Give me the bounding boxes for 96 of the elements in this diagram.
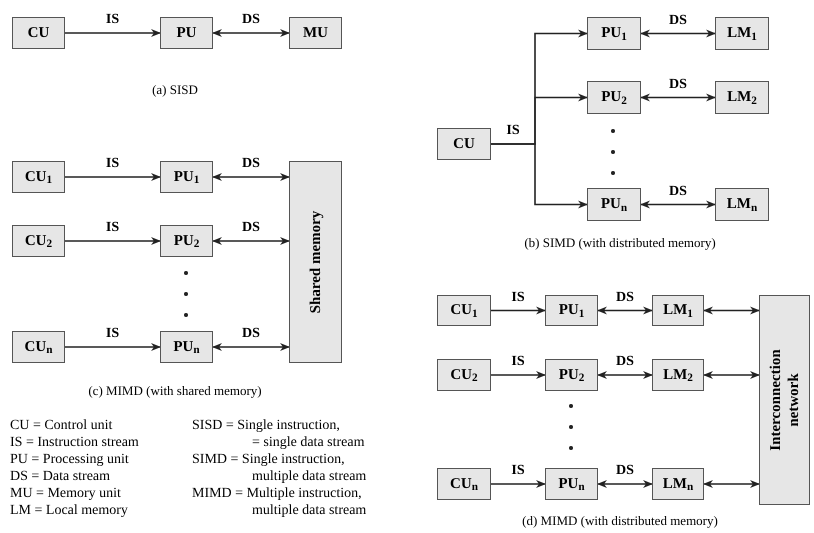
box-label: Interconnection network (766, 348, 802, 453)
edge-label: DS (667, 184, 689, 198)
box-label: LM$_{2}$ (727, 90, 757, 105)
box-label: PU$_{1}$ (601, 26, 627, 41)
arrow (640, 30, 716, 38)
key-entry: multiple data stream (251, 503, 366, 519)
figure-caption: (b) SIMD (with distributed memory) (524, 236, 716, 249)
process-box (715, 188, 769, 221)
arrow (65, 173, 161, 181)
key-entry: PU = Processing unit (10, 452, 130, 468)
box-label: CU$_{n}$ (450, 476, 478, 492)
process-box (545, 359, 598, 391)
arrow (491, 480, 546, 488)
box-label: PU$_{n}$ (173, 340, 200, 354)
box-label: PU$_{1}$ (174, 170, 200, 184)
edge-label: IS (509, 290, 527, 304)
process-box (545, 468, 598, 500)
key-entry: CU = Control unit (10, 418, 114, 434)
arrow (491, 306, 546, 314)
process-box (437, 468, 491, 500)
arrow (703, 371, 760, 379)
box-label: LM$_{n}$ (726, 197, 758, 212)
arrow (212, 29, 290, 37)
edge-label: DS (667, 78, 689, 92)
box-label: CU (28, 26, 50, 40)
process-box (437, 359, 491, 391)
key-entry: SISD = Single instruction, (192, 418, 341, 434)
process-box (12, 17, 65, 49)
box-label: MU (303, 26, 328, 40)
box-label: Shared memory (306, 210, 324, 316)
arrow (703, 480, 760, 488)
key-entry: IS = Instruction stream (10, 435, 140, 451)
key-entry: DS = Data stream (10, 469, 112, 485)
box-label: PU$_{2}$ (601, 90, 627, 105)
process-box (759, 295, 810, 505)
arrow (212, 237, 290, 245)
arrow (597, 480, 653, 488)
box-label: PU (176, 26, 196, 40)
box-label: PU$_{1}$ (558, 303, 584, 318)
box-label: LM$_{n}$ (662, 476, 694, 492)
arrow (640, 94, 716, 102)
box-label: CU$_{1}$ (24, 170, 52, 184)
figure-caption: (c) MIMD (with shared memory) (88, 384, 262, 397)
box-label: PU$_{2}$ (558, 368, 584, 382)
process-box (652, 295, 704, 326)
arrow (640, 200, 716, 208)
process-box (160, 225, 213, 257)
process-box (437, 295, 491, 326)
process-box (12, 225, 65, 257)
key-entry: LM = Local memory (10, 503, 129, 519)
process-box (12, 161, 65, 193)
arrow (491, 371, 546, 379)
box-label: LM$_{1}$ (663, 303, 693, 318)
box-label: CU$_{1}$ (450, 303, 478, 318)
process-box (715, 17, 769, 50)
arrow (65, 29, 161, 37)
arrow (491, 143, 588, 208)
figure-caption: (a) SISD (152, 83, 198, 96)
process-box (587, 81, 641, 114)
box-label: PU$_{n}$ (600, 197, 628, 212)
arrow (65, 343, 161, 351)
key-entry: SIMD = Single instruction, (192, 452, 346, 468)
edge-label: DS (667, 14, 689, 28)
process-box (160, 161, 213, 193)
key-entry: = single data stream (251, 435, 366, 451)
box-label: LM$_{1}$ (727, 26, 757, 41)
arrow (597, 306, 653, 314)
arrow (65, 237, 161, 245)
process-box (652, 359, 704, 391)
box-label: PU$_{n}$ (558, 476, 585, 492)
box-label: CU$_{2}$ (450, 368, 478, 382)
key-entry: multiple data stream (251, 469, 366, 485)
edge-label: DS (614, 290, 636, 304)
process-box (160, 17, 213, 49)
process-box (160, 331, 213, 363)
process-box (715, 81, 769, 114)
key-entry: MIMD = Multiple instruction, (192, 486, 363, 502)
arrow (212, 343, 290, 351)
box-label: CU$_{n}$ (24, 340, 52, 354)
arrow (597, 371, 653, 379)
box-label: PU$_{2}$ (174, 234, 200, 248)
box-label: CU$_{2}$ (24, 234, 52, 248)
arrow (703, 306, 760, 314)
process-box (587, 188, 641, 221)
box-label: LM$_{2}$ (663, 368, 693, 382)
process-box (289, 161, 342, 363)
figure-caption: (d) MIMD (with distributed memory) (522, 514, 718, 527)
process-box (545, 295, 598, 326)
process-box (587, 17, 641, 50)
process-box (12, 331, 65, 363)
box-label: CU (453, 136, 475, 152)
arrow (212, 173, 290, 181)
process-box (652, 468, 704, 500)
process-box (289, 17, 342, 49)
key-entry: MU = Memory unit (10, 486, 122, 502)
process-box (437, 128, 491, 160)
